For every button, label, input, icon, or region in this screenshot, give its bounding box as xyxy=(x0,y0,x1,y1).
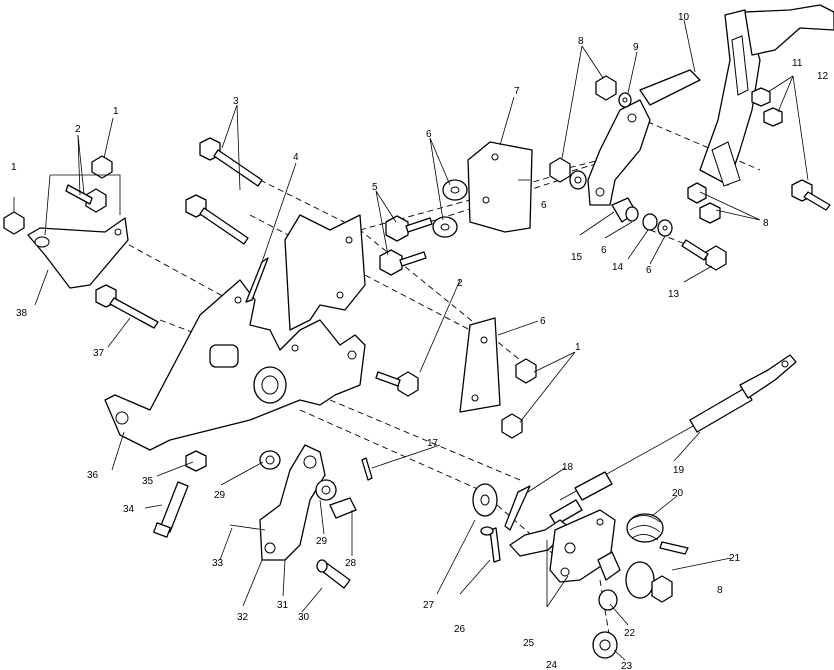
part-27-washer xyxy=(472,483,498,517)
part-1-nuts-right xyxy=(501,358,537,439)
callout-4: 4 xyxy=(293,152,299,163)
part-12-bolts xyxy=(751,87,831,211)
callout-6c: 6 xyxy=(601,245,607,256)
part-37-bolt xyxy=(95,284,159,329)
callout-15: 15 xyxy=(571,252,583,263)
part-1-nut-left xyxy=(3,155,113,235)
callout-29a: 29 xyxy=(214,490,226,501)
callout-10: 10 xyxy=(678,12,690,23)
part-20-spring xyxy=(626,513,689,555)
callout-32: 32 xyxy=(237,612,249,623)
callout-13: 13 xyxy=(668,289,680,300)
callout-1c: 1 xyxy=(575,342,581,353)
callout-25: 25 xyxy=(523,638,535,649)
part-14-spacer xyxy=(642,213,658,231)
part-6-washer-upper xyxy=(569,170,587,190)
callout-6d: 6 xyxy=(646,265,652,276)
callout-6b: 6 xyxy=(541,200,547,211)
callout-8c: 8 xyxy=(717,585,723,596)
callout-38: 38 xyxy=(16,308,28,319)
callout-30: 30 xyxy=(298,612,310,623)
callout-11: 11 xyxy=(792,58,803,69)
leader-lines xyxy=(13,19,809,661)
callout-2a: 2 xyxy=(75,124,81,135)
callout-18: 18 xyxy=(562,462,574,473)
part-35-nut xyxy=(185,450,207,472)
callout-22: 22 xyxy=(624,628,636,639)
part-19-cable xyxy=(549,354,797,526)
callout-26: 26 xyxy=(454,624,466,635)
callout-23: 23 xyxy=(621,661,633,670)
part-7-plate xyxy=(467,141,533,233)
callout-21: 21 xyxy=(729,553,741,564)
part-8-nuts-lower xyxy=(687,182,721,224)
part-17-pin xyxy=(361,457,373,481)
part-25-lever xyxy=(509,509,616,583)
part-2-bolt-middle xyxy=(375,371,419,397)
callout-12: 12 xyxy=(817,71,829,82)
part-34-bolt xyxy=(153,481,189,538)
callout-24: 24 xyxy=(546,660,558,670)
callout-1a: 1 xyxy=(113,106,119,117)
part-29-washer-right xyxy=(315,479,337,501)
callout-2b: 2 xyxy=(457,278,463,289)
callout-labels: 1 1 1 2 2 3 4 5 6 6 6 6 6 7 8 8 8 9 10 1… xyxy=(11,12,829,670)
callout-9: 9 xyxy=(633,42,639,53)
part-13-bolt xyxy=(681,239,727,271)
part-8-nut-bottom xyxy=(651,575,673,603)
callout-3: 3 xyxy=(233,96,239,107)
part-18-clip xyxy=(504,485,531,531)
callout-35: 35 xyxy=(142,476,154,487)
part-31-lever xyxy=(259,444,326,561)
callout-28: 28 xyxy=(345,558,357,569)
callout-1b: 1 xyxy=(11,162,17,173)
part-30-roller xyxy=(316,559,351,589)
part-38-bracket xyxy=(27,217,129,289)
part-10-pedal xyxy=(639,4,834,187)
part-5-bolts xyxy=(379,215,433,276)
part-6-washer-14 xyxy=(657,219,673,237)
part-29-washer-left xyxy=(259,450,281,470)
callout-37: 37 xyxy=(93,348,105,359)
part-4-pin xyxy=(245,257,269,303)
callout-6e: 6 xyxy=(540,316,546,327)
callout-6a: 6 xyxy=(426,129,432,140)
callout-5: 5 xyxy=(372,182,378,193)
part-tall-plate xyxy=(284,214,366,331)
callout-8a: 8 xyxy=(578,36,584,47)
part-6-washer-15 xyxy=(625,206,639,222)
callout-33: 33 xyxy=(212,558,224,569)
part-21-disc xyxy=(597,551,655,599)
part-bushing xyxy=(209,344,287,404)
part-3-bolts xyxy=(185,137,263,245)
callout-20: 20 xyxy=(672,488,684,499)
part-2-bolt-left xyxy=(65,184,107,213)
part-8-nut-top xyxy=(595,75,617,101)
part-33-pin xyxy=(229,524,266,531)
part-26-pin xyxy=(480,526,501,563)
part-28-pin xyxy=(329,497,357,519)
part-11-arm xyxy=(587,99,651,206)
part-8-nut-mid xyxy=(549,157,571,183)
callout-7: 7 xyxy=(514,86,520,97)
callout-14: 14 xyxy=(612,262,624,273)
callout-34: 34 xyxy=(123,504,135,515)
part-6-washers-middle xyxy=(432,179,468,238)
part-16-plate xyxy=(459,317,501,413)
part-22-bushing xyxy=(598,589,618,611)
part-23-bushing xyxy=(592,631,618,659)
callout-8b: 8 xyxy=(763,218,769,229)
callout-31: 31 xyxy=(277,600,289,611)
part-9-washer xyxy=(618,92,632,108)
callout-27: 27 xyxy=(423,600,435,611)
callout-17: 17 xyxy=(427,438,439,449)
callout-36: 36 xyxy=(87,470,99,481)
callout-29b: 29 xyxy=(316,536,328,547)
callout-19: 19 xyxy=(673,465,685,476)
